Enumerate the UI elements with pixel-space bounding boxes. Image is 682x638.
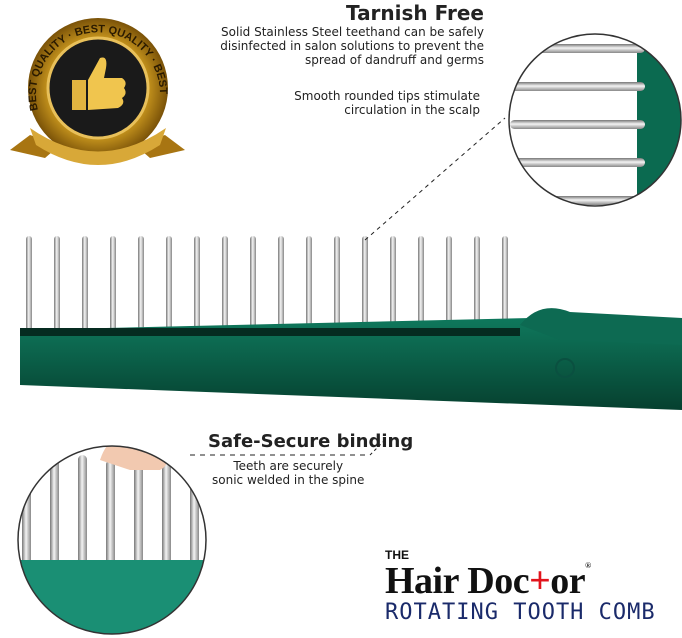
comb-tooth <box>362 236 368 332</box>
zoomed-tooth <box>22 455 31 575</box>
comb-tooth <box>250 236 256 332</box>
binding-heading: Safe-Secure binding <box>208 431 414 452</box>
brand-name: Hair Doc+or® <box>385 560 656 602</box>
tarnish-free-description: Solid Stainless Steel teethand can be sa… <box>220 25 484 67</box>
text-line: spread of dandruff and germs <box>305 52 484 67</box>
thumbs-up-icon <box>72 57 126 110</box>
comb-tooth <box>54 236 60 332</box>
leader-lines <box>190 117 506 456</box>
zoomed-tooth <box>190 455 199 575</box>
zoomed-tooth <box>78 455 87 575</box>
brand-name-part: or <box>550 560 586 602</box>
comb-tooth <box>446 236 452 332</box>
brand-subtitle: ROTATING TOOTH COMB <box>385 600 656 625</box>
comb-tooth <box>194 236 200 332</box>
tarnish-free-heading: Tarnish Free <box>346 1 484 25</box>
comb-tooth <box>390 236 396 332</box>
red-cross-icon: + <box>529 560 551 602</box>
comb-tooth <box>138 236 144 332</box>
comb-tooth <box>26 236 32 332</box>
binding-description: Teeth are securely sonic welded in the s… <box>212 459 365 488</box>
best-quality-badge: BEST QUALITY · BEST QUALITY · BEST <box>10 18 185 165</box>
text-line: Teeth are securely <box>233 459 344 473</box>
zoomed-tooth <box>134 455 143 575</box>
zoomed-tooth <box>510 120 645 129</box>
zoomed-tooth <box>510 158 645 167</box>
comb-handle <box>520 308 682 345</box>
comb-teeth <box>26 236 508 332</box>
comb-tooth <box>306 236 312 332</box>
text-line: sonic welded in the spine <box>212 472 365 487</box>
brand-logo: THE Hair Doc+or® ROTATING TOOTH COMB <box>385 548 656 625</box>
zoomed-tooth <box>510 44 645 53</box>
brand-the: THE <box>385 548 409 562</box>
binding-zoom-circle <box>17 445 207 635</box>
zoomed-tooth <box>510 82 645 91</box>
brand-name-part: Hair Doc <box>385 560 530 602</box>
registered-mark: ® <box>585 561 591 570</box>
comb-spine <box>20 315 682 410</box>
comb-tooth <box>502 236 508 332</box>
zoomed-tooth <box>106 460 115 580</box>
zoomed-tooth <box>50 460 59 580</box>
rounded-tips-description: Smooth rounded tips stimulate circulatio… <box>294 89 480 118</box>
text-line: circulation in the scalp <box>344 102 480 117</box>
comb-tooth <box>334 236 340 332</box>
text-line: disinfected in salon solutions to preven… <box>220 38 484 53</box>
comb-tooth <box>418 236 424 332</box>
comb-tooth <box>474 236 480 332</box>
comb-tooth <box>222 236 228 332</box>
zoomed-tooth <box>162 460 171 580</box>
comb-tooth <box>278 236 284 332</box>
comb-tooth <box>110 236 116 332</box>
comb-tooth <box>166 236 172 332</box>
text-line: Solid Stainless Steel teethand can be sa… <box>221 25 484 39</box>
text-line: Smooth rounded tips stimulate <box>294 89 480 103</box>
comb-tooth <box>82 236 88 332</box>
tips-zoom-circle <box>508 33 682 207</box>
